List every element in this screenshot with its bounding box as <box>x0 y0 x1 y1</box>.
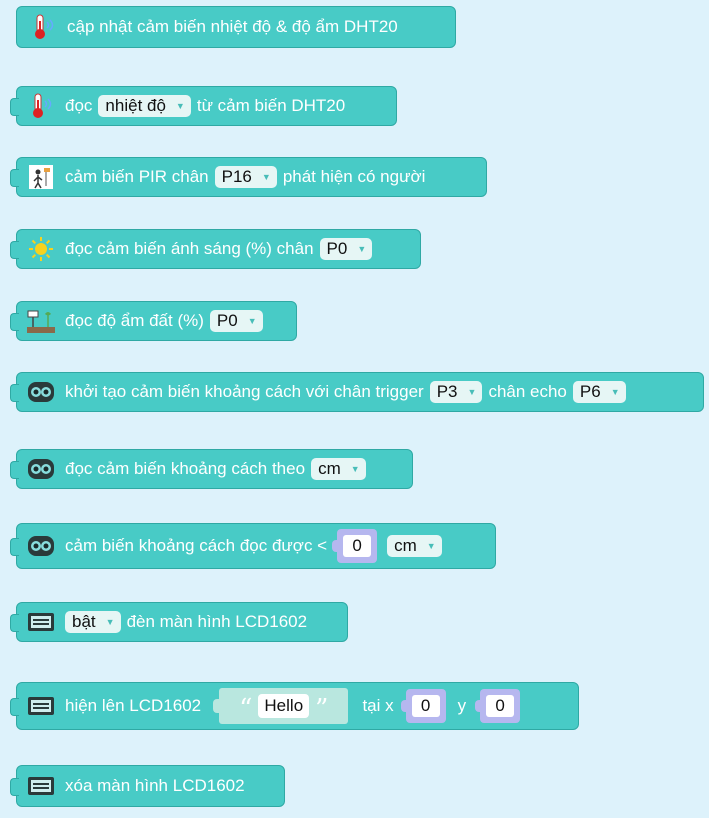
lcd-icon <box>27 692 55 720</box>
unit-dropdown[interactable]: cm ▼ <box>387 535 442 557</box>
block-prefix: đọc <box>65 96 93 115</box>
echo-pin-dropdown[interactable]: P6 ▼ <box>572 381 626 403</box>
dropdown-arrow-icon: ▼ <box>610 387 620 397</box>
soil-moisture-block[interactable]: đọc độ ẩm đất (%) P0 ▼ <box>10 301 297 341</box>
lcd-icon <box>27 608 55 636</box>
unit-dropdown[interactable]: cm ▼ <box>311 458 366 480</box>
dropdown-arrow-icon: ▼ <box>105 617 115 627</box>
ultrasonic-init-block[interactable]: khởi tạo cảm biến khoảng cách với chân t… <box>10 372 704 412</box>
close-quote-icon: ” <box>315 694 329 724</box>
dropdown-value: cm <box>318 459 341 478</box>
distance-value-slot[interactable]: 0 <box>332 529 378 563</box>
ultrasonic-icon <box>27 455 55 483</box>
sun-icon <box>27 235 55 263</box>
ultrasonic-read-block[interactable]: đọc cảm biến khoảng cách theo cm ▼ <box>10 449 413 489</box>
block-label: xóa màn hình LCD1602 <box>65 776 245 795</box>
lcd-show-block[interactable]: hiện lên LCD1602 “ Hello ” tại x 0 y 0 <box>10 682 579 730</box>
x-label: tại x <box>362 696 394 715</box>
dht20-read-block[interactable]: đọc nhiệt độ ▼ từ cảm biến DHT20 <box>10 86 397 126</box>
soil-moisture-icon <box>27 307 55 335</box>
block-middle: chân echo <box>488 382 567 401</box>
block-prefix: cảm biến PIR chân <box>65 167 209 186</box>
x-value-slot[interactable]: 0 <box>400 689 446 723</box>
dropdown-arrow-icon: ▼ <box>175 101 185 111</box>
thermometer-icon <box>29 13 57 41</box>
block-prefix: hiện lên LCD1602 <box>65 696 202 715</box>
block-suffix: từ cảm biến DHT20 <box>196 96 346 115</box>
dropdown-value: P16 <box>221 167 252 186</box>
number-input[interactable]: 0 <box>343 535 372 557</box>
dropdown-arrow-icon: ▼ <box>426 541 436 551</box>
ultrasonic-icon <box>27 532 55 560</box>
thermometer-icon <box>27 92 55 120</box>
dropdown-value: nhiệt độ <box>105 96 166 115</box>
dropdown-arrow-icon: ▼ <box>261 172 271 182</box>
dht20-update-block[interactable]: cập nhật cảm biến nhiệt độ & độ ẩm DHT20 <box>16 6 456 48</box>
block-prefix: khởi tạo cảm biến khoảng cách với chân t… <box>65 382 424 401</box>
state-dropdown[interactable]: bật ▼ <box>65 611 121 633</box>
block-prefix: cảm biến khoảng cách đọc được < <box>65 536 328 555</box>
y-number-input[interactable]: 0 <box>486 695 515 717</box>
block-prefix: đọc cảm biến ánh sáng (%) chân <box>65 239 314 258</box>
pin-dropdown[interactable]: P0 ▼ <box>209 310 263 332</box>
dropdown-arrow-icon: ▼ <box>247 316 257 326</box>
text-slot[interactable]: “ Hello ” <box>213 688 349 724</box>
x-number-input[interactable]: 0 <box>411 695 440 717</box>
block-suffix: phát hiện có người <box>282 167 426 186</box>
pin-dropdown[interactable]: P16 ▼ <box>214 166 277 188</box>
dropdown-arrow-icon: ▼ <box>350 464 360 474</box>
pin-dropdown[interactable]: P0 ▼ <box>319 238 373 260</box>
block-prefix: đọc cảm biến khoảng cách theo <box>65 459 306 478</box>
block-suffix: đèn màn hình LCD1602 <box>126 612 308 631</box>
measurement-dropdown[interactable]: nhiệt độ ▼ <box>98 95 191 117</box>
light-sensor-block[interactable]: đọc cảm biến ánh sáng (%) chân P0 ▼ <box>10 229 421 269</box>
dropdown-value: P0 <box>326 239 348 258</box>
dropdown-value: bật <box>72 612 96 631</box>
y-label: y <box>457 696 467 715</box>
ultrasonic-compare-block[interactable]: cảm biến khoảng cách đọc được < 0 cm ▼ <box>10 523 496 569</box>
lcd-clear-block[interactable]: xóa màn hình LCD1602 <box>10 765 285 807</box>
dropdown-value: P0 <box>216 311 238 330</box>
text-input[interactable]: Hello <box>258 694 310 718</box>
lcd-backlight-block[interactable]: bật ▼ đèn màn hình LCD1602 <box>10 602 348 642</box>
dropdown-arrow-icon: ▼ <box>467 387 477 397</box>
lcd-icon <box>27 772 55 800</box>
dropdown-arrow-icon: ▼ <box>357 244 367 254</box>
dropdown-value: P3 <box>436 382 458 401</box>
trigger-pin-dropdown[interactable]: P3 ▼ <box>429 381 483 403</box>
pir-sensor-icon <box>27 163 55 191</box>
block-label: cập nhật cảm biến nhiệt độ & độ ẩm DHT20 <box>67 17 398 36</box>
pir-block[interactable]: cảm biến PIR chân P16 ▼ phát hiện có ngườ… <box>10 157 487 197</box>
y-value-slot[interactable]: 0 <box>475 689 521 723</box>
open-quote-icon: “ <box>239 694 253 724</box>
block-prefix: đọc độ ẩm đất (%) <box>65 311 204 330</box>
dropdown-value: P6 <box>579 382 601 401</box>
dropdown-value: cm <box>394 536 417 555</box>
ultrasonic-icon <box>27 378 55 406</box>
